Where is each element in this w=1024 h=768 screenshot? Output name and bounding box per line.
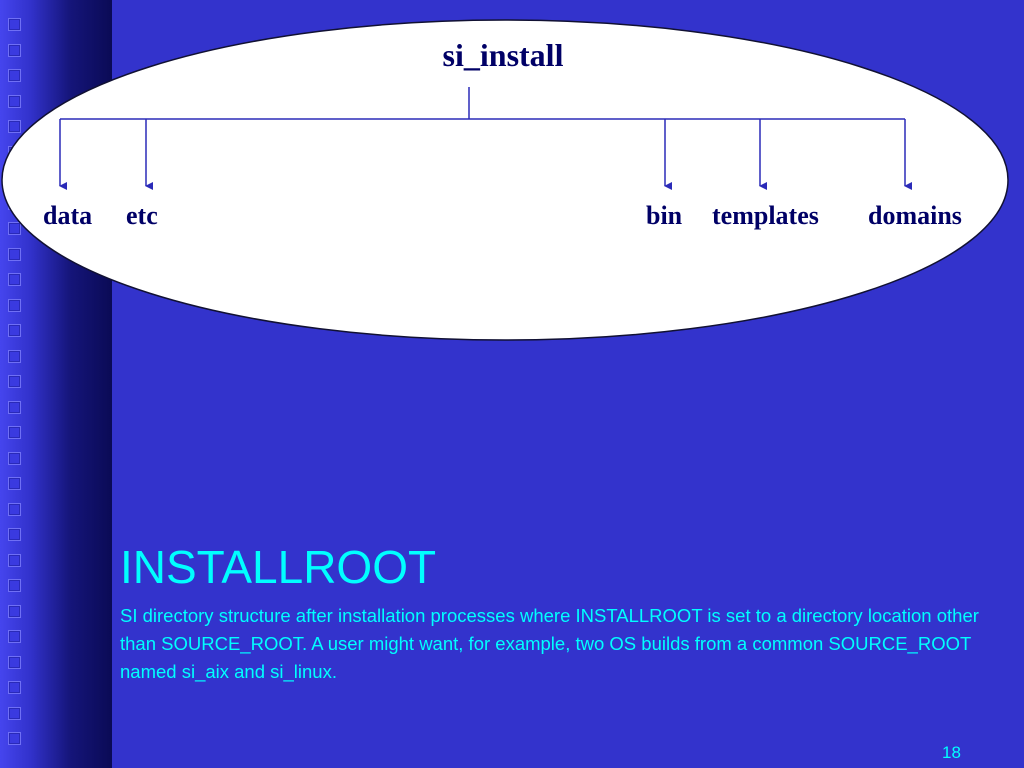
decorative-square [8,400,21,414]
decorative-square [8,604,21,618]
decorative-square [8,375,21,388]
slide-title: INSTALLROOT [120,541,437,593]
decorative-square [8,477,21,490]
page-number: 18 [942,743,961,762]
decorative-square [8,247,21,261]
decorative-square [8,273,21,286]
decorative-square [8,502,21,516]
decorative-square [8,43,21,57]
directory-ellipse [1,19,1009,341]
decorative-square [8,655,21,669]
root-node-label: si_install [443,37,564,73]
node-label-etc: etc [126,201,158,230]
decorative-square [8,451,21,465]
decorative-square [8,630,21,643]
decorative-square [8,222,21,235]
decorative-square [8,579,21,592]
decorative-square [8,69,21,82]
node-label-bin: bin [646,201,683,230]
decorative-square [8,732,21,745]
decorative-square [8,298,21,312]
slide-body-text: SI directory structure after installatio… [120,605,979,682]
decorative-square [8,349,21,363]
decorative-square [8,94,21,108]
node-label-data: data [43,201,92,230]
decorative-square [8,553,21,567]
decorative-square [8,120,21,133]
node-label-templates: templates [712,201,819,230]
decorative-square [8,528,21,541]
decorative-square [8,18,21,31]
directory-tree-diagram: si_install data etc bin templates domain… [1,19,1009,341]
decorative-square [8,426,21,439]
decorative-square [8,706,21,720]
decorative-square [8,324,21,337]
node-label-domains: domains [868,201,962,230]
decorative-square [8,681,21,694]
